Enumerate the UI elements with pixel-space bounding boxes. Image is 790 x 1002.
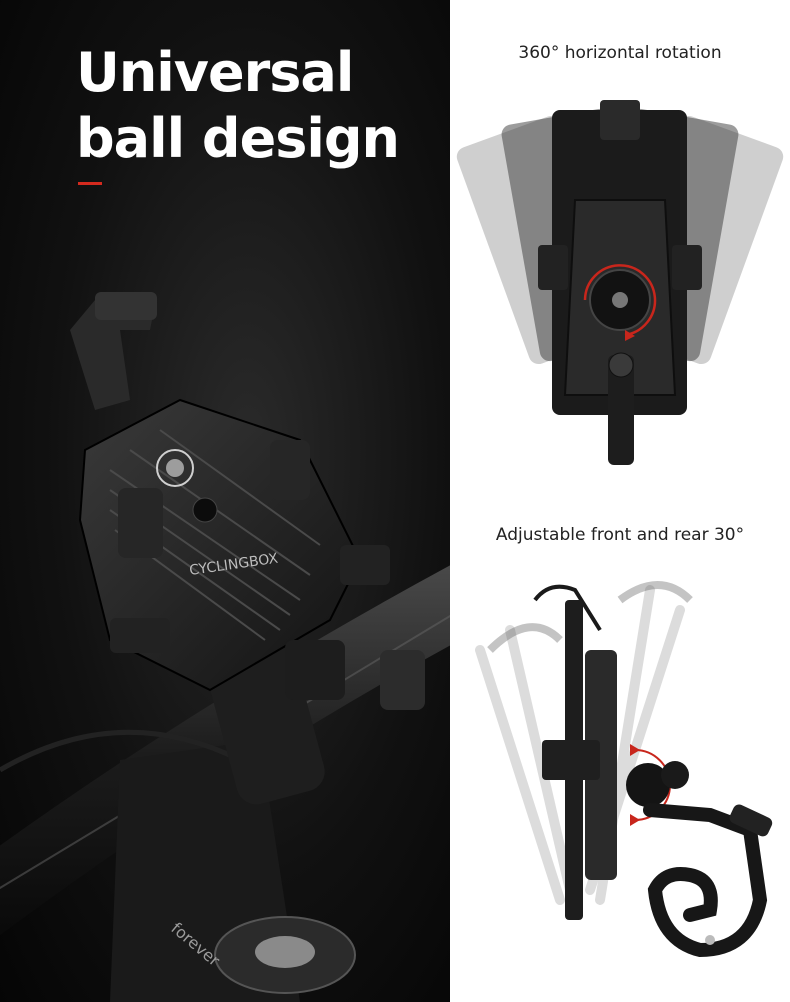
rotation-caption: 360° horizontal rotation [518,43,722,63]
hero-photo-panel: forever CYCLINGBOX Universal ball design [0,0,450,1002]
rotation-illustration [456,100,784,465]
headline-line-2: ball design [76,107,400,170]
headline: Universal ball design [76,40,400,172]
headline-line-1: Universal [76,41,354,104]
accent-bar [78,182,102,185]
bike-phone-holder-photo: forever CYCLINGBOX [0,292,450,1002]
tilt-illustration [475,581,773,958]
rotation-arrow [583,264,657,337]
tilt-caption: Adjustable front and rear 30° [495,525,745,545]
feature-panel: 360° horizontal rotation Adjustable fron… [450,0,790,1002]
